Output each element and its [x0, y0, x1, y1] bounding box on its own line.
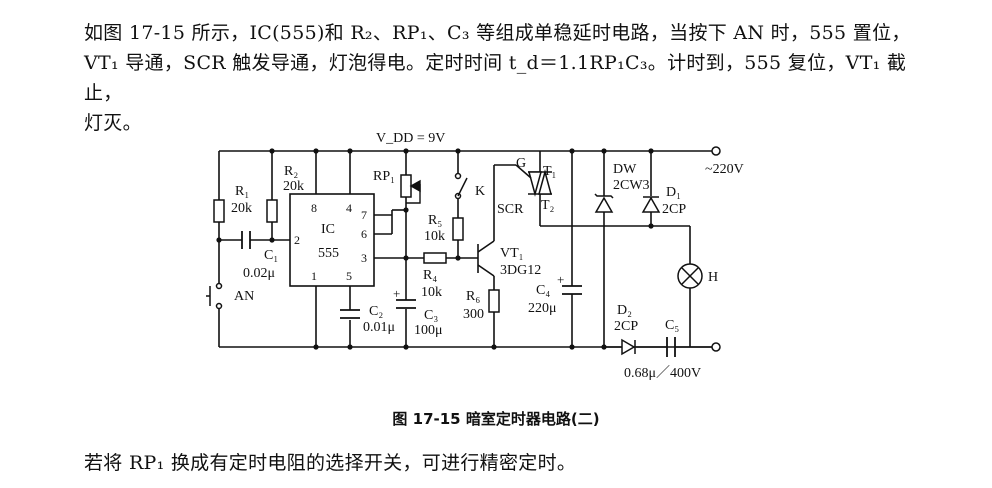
- c1-value: 0.02μ: [243, 266, 275, 281]
- scr-t1-label: T₁: [543, 164, 556, 179]
- vt1-value: 3DG12: [500, 263, 541, 278]
- c3-plus-sign: +: [393, 286, 400, 301]
- c4-ref: C₄: [536, 283, 550, 298]
- figure-caption: 图 17-15 暗室定时器电路(二): [392, 410, 600, 428]
- r6-value: 300: [463, 307, 484, 322]
- d1-value: 2CP: [662, 202, 686, 217]
- intro-paragraph: 如图 17-15 所示，IC(555)和 R₂、RP₁、C₃ 等组成单稳延时电路…: [84, 18, 944, 138]
- r2-resistor: [266, 199, 278, 223]
- r5-value: 10k: [424, 229, 445, 244]
- intro-line-3: 灯灭。: [84, 112, 142, 134]
- ic-555-body: [289, 193, 375, 287]
- c4-plus-sign: +: [557, 272, 564, 287]
- d2-diode: [621, 338, 636, 356]
- dw-value: 2CW3: [613, 178, 650, 193]
- mains-label: ~220V: [705, 162, 744, 177]
- resistors: [213, 174, 500, 313]
- c3-ref: C₃: [424, 308, 438, 323]
- r4-value: 10k: [421, 285, 442, 300]
- lamp-h: [677, 263, 703, 289]
- ic-pin-4: 4: [346, 201, 352, 215]
- ic-pin-1: 1: [311, 269, 317, 283]
- lamp-label: H: [708, 270, 718, 285]
- r2-value: 20k: [283, 179, 304, 194]
- rp1-ref: RP₁: [373, 169, 395, 184]
- ic-pin-5: 5: [346, 269, 352, 283]
- capacitors: [241, 231, 676, 357]
- r4-ref: R₄: [423, 268, 437, 283]
- r6-ref: R₆: [466, 289, 480, 304]
- ic-pin-3: 3: [361, 251, 367, 265]
- supply-label: V_DD = 9V: [376, 131, 445, 146]
- scr-t2-label: T₂: [541, 198, 555, 213]
- r5-ref: R₅: [428, 213, 442, 228]
- d1-diode: [641, 196, 661, 213]
- r4-resistor: [423, 252, 447, 264]
- mains-terminals: [711, 146, 721, 352]
- r5-resistor: [452, 217, 464, 241]
- scr-label: SCR: [497, 202, 524, 217]
- r2-ref: R₂: [284, 164, 298, 179]
- c5-value: 0.68μ／400V: [624, 365, 701, 381]
- intro-line-1: 如图 17-15 所示，IC(555)和 R₂、RP₁、C₃ 等组成单稳延时电路…: [84, 22, 911, 44]
- k-label: K: [475, 184, 485, 199]
- rp1-resistor: [400, 174, 412, 198]
- ic-pin-2: 2: [294, 233, 300, 247]
- c5-ref: C₅: [665, 318, 679, 333]
- ic-pin-8: 8: [311, 201, 317, 215]
- c1-ref: C₁: [264, 248, 278, 263]
- ic-type: 555: [318, 246, 339, 261]
- k-switch: [454, 172, 468, 200]
- r1-resistor: [213, 199, 225, 223]
- r1-value: 20k: [231, 201, 252, 216]
- d2-ref: D₂: [617, 303, 632, 318]
- c4-value: 220μ: [528, 301, 557, 316]
- an-pushbutton: [206, 282, 223, 310]
- junction-dots: [216, 148, 654, 350]
- scr-gate-label: G: [516, 156, 526, 171]
- dw-ref: DW: [613, 162, 637, 177]
- c2-value: 0.01μ: [363, 320, 395, 335]
- dw-zener-diode: [594, 193, 614, 213]
- ic-name: IC: [321, 222, 335, 237]
- scr-symbol: [515, 164, 552, 197]
- r1-ref: R₁: [235, 184, 249, 199]
- d1-ref: D₁: [666, 185, 681, 200]
- an-label: AN: [234, 289, 254, 304]
- circuit-diagram: + + V_DD = 9V ~22: [206, 131, 744, 381]
- ic-pin-7: 7: [361, 208, 367, 222]
- c3-value: 100μ: [414, 323, 443, 338]
- vt1-ref: VT₁: [500, 246, 524, 261]
- note-paragraph: 若将 RP₁ 换成有定时电阻的选择开关，可进行精密定时。: [84, 452, 577, 474]
- d2-value: 2CP: [614, 319, 638, 334]
- rp1-wiper: [406, 179, 421, 204]
- r6-resistor: [488, 289, 500, 313]
- ic-pin-6: 6: [361, 227, 367, 241]
- c2-ref: C₂: [369, 304, 383, 319]
- intro-line-2: VT₁ 导通，SCR 触发导通，灯泡得电。定时时间 t_d＝1.1RP₁C₃。计…: [84, 52, 907, 104]
